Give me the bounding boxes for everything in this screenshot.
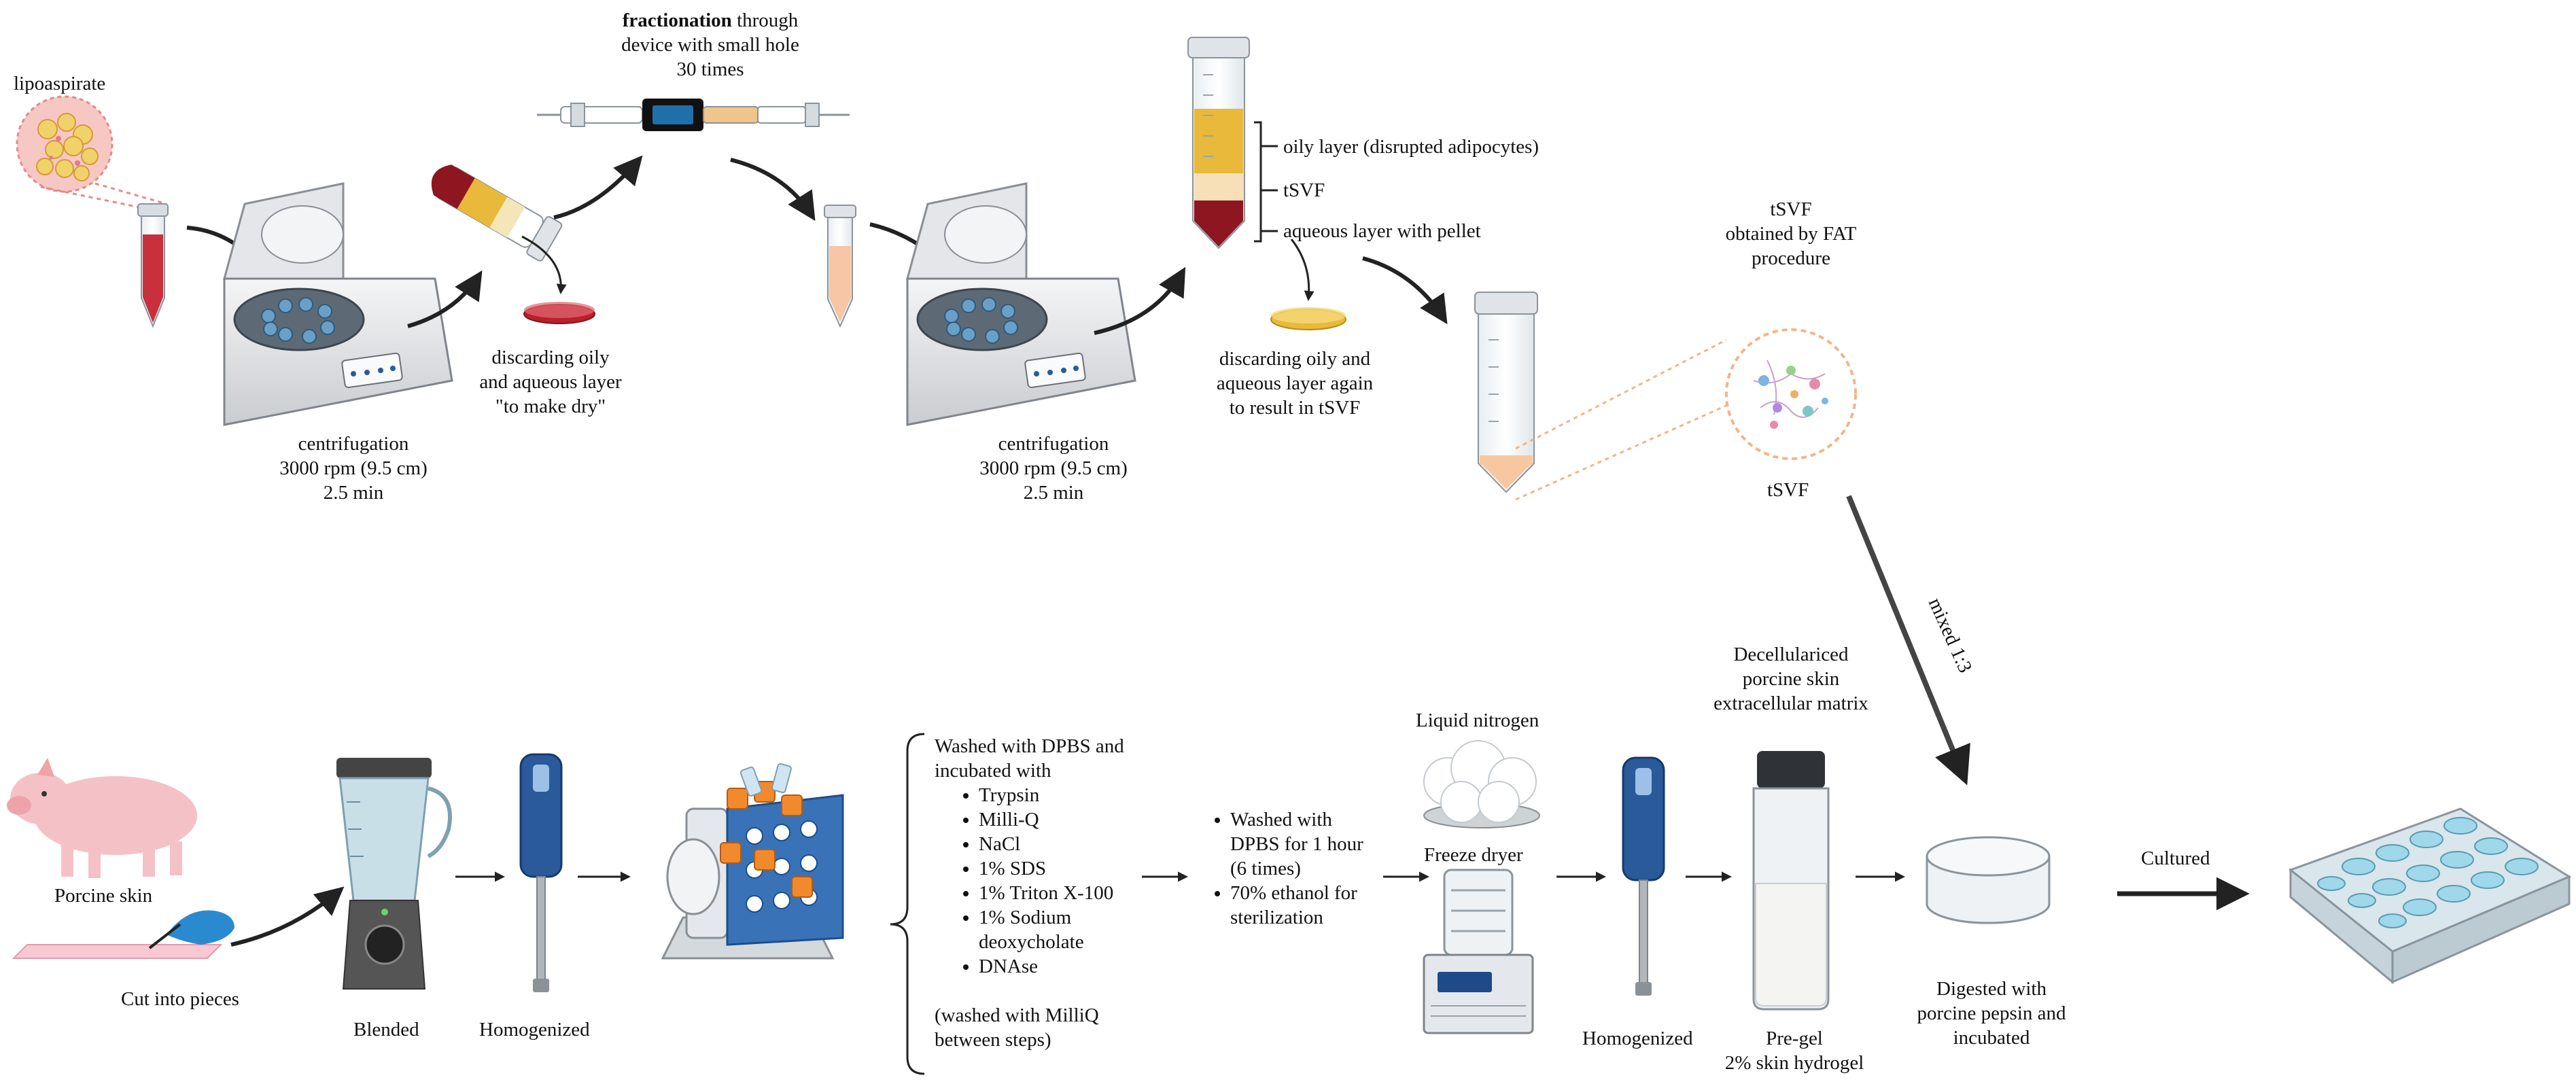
digested-label: Digested with porcine pepsin and incubat… bbox=[1896, 977, 2087, 1050]
list-item: NaCl bbox=[979, 832, 1113, 856]
wash-reagent-list: Trypsin Milli-Q NaCl 1% SDS 1% Triton X-… bbox=[952, 783, 1113, 979]
list-item: 1% SDS bbox=[979, 856, 1113, 881]
tsvf-obtained-label: tSVF obtained by FAT procedure bbox=[1689, 197, 1893, 270]
homogenized-1-label: Homogenized bbox=[479, 1019, 590, 1041]
pregel-label: Pre-gel 2% skin hydrogel bbox=[1720, 1026, 1869, 1075]
decell-label: Decellulariced porcine skin extracellula… bbox=[1703, 642, 1879, 716]
fractionation-rest: through bbox=[731, 10, 799, 31]
tsvf-tube-small-icon bbox=[824, 205, 856, 328]
washed-intro-line2: incubated with bbox=[935, 760, 1051, 782]
pregel-line1: Pre-gel bbox=[1766, 1028, 1823, 1049]
decell-line2: porcine skin bbox=[1742, 668, 1840, 690]
discard-1-line3: "to make dry" bbox=[495, 396, 606, 417]
blended-label: Blended bbox=[353, 1019, 419, 1041]
homogenized-2-label: Homogenized bbox=[1582, 1028, 1693, 1049]
digested-line1: Digested with bbox=[1936, 978, 2047, 1000]
pregel-line2: 2% skin hydrogel bbox=[1724, 1052, 1864, 1074]
discard-2-label: discarding oily and aqueous layer again … bbox=[1189, 347, 1400, 420]
centrifugation-2-line3: 2.5 min bbox=[1023, 482, 1084, 504]
decell-line3: extracellular matrix bbox=[1713, 693, 1868, 714]
fractionation-line2: device with small hole bbox=[621, 34, 799, 56]
digestion-dish-icon bbox=[1926, 836, 2051, 924]
list-item-continuation: sterilization bbox=[1230, 907, 1323, 928]
petri-dish-2-icon bbox=[1270, 307, 1346, 330]
list-item: Trypsin bbox=[979, 783, 1113, 807]
centrifugation-2-line1: centrifugation bbox=[998, 433, 1109, 455]
cultured-label: Cultured bbox=[2141, 847, 2210, 869]
digested-line3: incubated bbox=[1953, 1027, 2030, 1049]
tsvf-obtained-line3: procedure bbox=[1752, 247, 1830, 269]
list-item: 70% ethanol for bbox=[1230, 881, 1363, 905]
separated-tube-icon bbox=[431, 164, 563, 262]
oily-layer-label: oily layer (disrupted adipocytes) bbox=[1283, 136, 1539, 158]
discard-2-line1: discarding oily and bbox=[1219, 348, 1371, 370]
discard-2-line2: aqueous layer again bbox=[1216, 372, 1374, 394]
fractionation-bold: fractionation bbox=[622, 10, 732, 31]
centrifugation-1-line2: 3000 rpm (9.5 cm) bbox=[279, 457, 428, 479]
tsvf-tube-icon bbox=[1474, 292, 1737, 501]
wash-2-list: Washed with DPBS for 1 hour (6 times) 70… bbox=[1203, 807, 1363, 930]
discard-2-line3: to result in tSVF bbox=[1229, 397, 1361, 419]
homogenizer-1-icon bbox=[519, 753, 563, 992]
washed-note-line1: (washed with MilliQ bbox=[935, 1004, 1099, 1026]
list-item: 1% Triton X-100 bbox=[979, 881, 1113, 905]
pig-icon bbox=[7, 758, 197, 878]
fractionation-label: fractionation through device with small … bbox=[588, 8, 833, 82]
petri-dish-1-icon bbox=[523, 302, 595, 324]
discard-1-line2: and aqueous layer bbox=[479, 371, 622, 393]
list-item: Washed with bbox=[1230, 807, 1363, 832]
washed-intro: Washed with DPBS and incubated with bbox=[935, 734, 1124, 783]
tsvf-obtained-line2: obtained by FAT bbox=[1725, 223, 1857, 245]
well-plate-icon bbox=[2288, 807, 2572, 985]
lipoaspirate-label: lipoaspirate bbox=[14, 73, 106, 94]
tsvf-obtained-line1: tSVF bbox=[1770, 198, 1812, 220]
rotator-icon bbox=[661, 763, 844, 960]
centrifuge-1-icon bbox=[223, 182, 453, 426]
layered-tube-icon bbox=[1187, 37, 1278, 249]
fractionation-line3: 30 times bbox=[676, 58, 744, 80]
decell-line1: Decellulariced bbox=[1733, 644, 1849, 665]
blood-tube-icon bbox=[137, 203, 169, 328]
porcine-skin-label: Porcine skin bbox=[54, 885, 153, 907]
aqueous-layer-label: aqueous layer with pellet bbox=[1283, 220, 1481, 242]
washed-note: (washed with MilliQ between steps) bbox=[935, 1003, 1099, 1052]
washed-note-line2: between steps) bbox=[935, 1029, 1051, 1051]
centrifuge-2-icon bbox=[906, 182, 1136, 426]
lipoaspirate-icon bbox=[16, 95, 167, 209]
liquid-nitrogen-label: Liquid nitrogen bbox=[1416, 710, 1539, 731]
homogenizer-2-icon bbox=[1622, 756, 1665, 996]
brace-shape bbox=[890, 733, 925, 1075]
list-item: DNAse bbox=[979, 954, 1113, 979]
centrifugation-1-line1: centrifugation bbox=[298, 433, 409, 455]
digested-line2: porcine pepsin and bbox=[1917, 1002, 2066, 1024]
freeze-dryer-label: Freeze dryer bbox=[1424, 844, 1523, 866]
fractionation-device-icon bbox=[537, 99, 850, 131]
skin-cutting-icon bbox=[12, 910, 234, 959]
discard-1-line1: discarding oily bbox=[491, 347, 610, 368]
freeze-dryer-icon bbox=[1423, 869, 1534, 1034]
centrifugation-2-label: centrifugation 3000 rpm (9.5 cm) 2.5 min bbox=[952, 432, 1155, 505]
tsvf-label: tSVF bbox=[1767, 479, 1809, 501]
blender-icon bbox=[336, 758, 452, 990]
tsvf-cells-icon bbox=[1725, 328, 1857, 460]
liquid-nitrogen-icon bbox=[1423, 740, 1540, 828]
cut-label: Cut into pieces bbox=[121, 988, 239, 1010]
discard-1-label: discarding oily and aqueous layer "to ma… bbox=[449, 345, 652, 419]
list-item: Milli-Q bbox=[979, 807, 1113, 832]
centrifugation-2-line2: 3000 rpm (9.5 cm) bbox=[979, 457, 1128, 479]
list-item-continuation: DPBS for 1 hour bbox=[1230, 833, 1363, 855]
list-item-continuation: (6 times) bbox=[1230, 858, 1301, 879]
centrifugation-1-label: centrifugation 3000 rpm (9.5 cm) 2.5 min bbox=[251, 432, 455, 505]
pregel-vial-icon bbox=[1752, 751, 1830, 1011]
washed-intro-line1: Washed with DPBS and bbox=[935, 735, 1124, 757]
centrifugation-1-line3: 2.5 min bbox=[323, 482, 384, 504]
list-item: 1% Sodium bbox=[979, 905, 1113, 930]
tsvf-layer-label: tSVF bbox=[1283, 179, 1325, 201]
list-item-continuation: deoxycholate bbox=[979, 931, 1084, 953]
